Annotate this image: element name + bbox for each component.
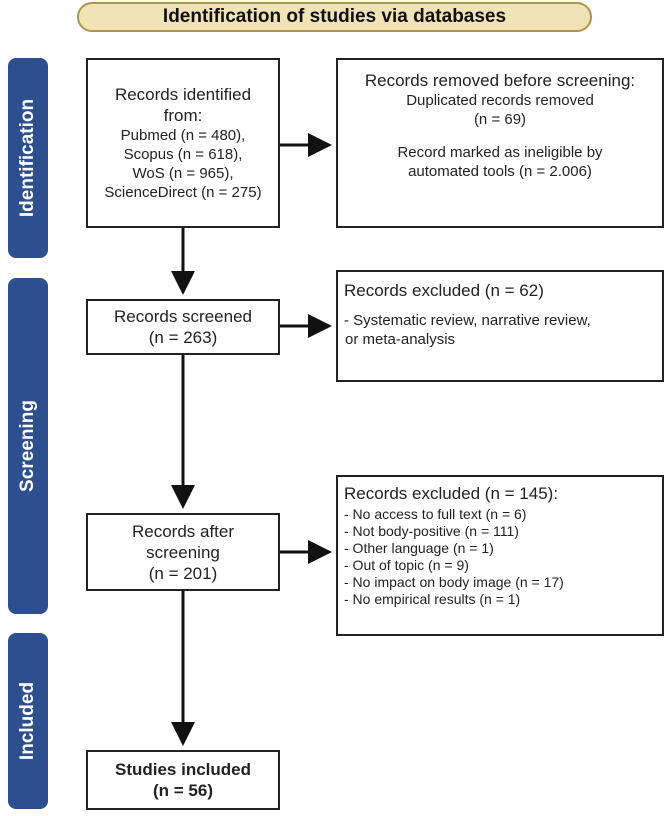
section-header: Identification of studies via databases bbox=[77, 2, 592, 32]
records-screened-label: Records screened bbox=[114, 307, 252, 326]
records-identified-from: from: bbox=[163, 106, 203, 125]
records-after-screening-box: Records after screening (n = 201) bbox=[86, 513, 280, 591]
stage-screening: Screening bbox=[8, 278, 48, 614]
source-item: ScienceDirect (n = 275) bbox=[104, 184, 262, 201]
records-identified-title: Records identified bbox=[114, 85, 252, 104]
exclusion-item: - No access to full text (n = 6) bbox=[344, 506, 527, 522]
header-title: Identification of studies via databases bbox=[162, 6, 507, 27]
source-item: WoS (n = 965), bbox=[132, 165, 234, 182]
records-screened-box: Records screened (n = 263) bbox=[86, 299, 280, 355]
exclusion-item: - Out of topic (n = 9) bbox=[344, 557, 469, 573]
records-excluded-box-2: Records excluded (n = 145): - No access … bbox=[336, 475, 664, 636]
exclusion-item: - No impact on body image (n = 17) bbox=[344, 574, 564, 590]
studies-included-count: (n = 56) bbox=[153, 781, 213, 800]
exclusion-item: - Not body-positive (n = 111) bbox=[344, 523, 519, 539]
records-excluded-box-1: Records excluded (n = 62) - Systematic r… bbox=[336, 270, 664, 382]
after-screening-label-2: screening bbox=[146, 542, 220, 562]
duplicates-label: Duplicated records removed bbox=[406, 92, 594, 109]
exclusion-item: - Other language (n = 1) bbox=[344, 540, 494, 556]
records-removed-title: Records removed before screening: bbox=[364, 71, 636, 90]
ineligible-count: automated tools (n = 2.006) bbox=[408, 163, 592, 180]
stage-included: Included bbox=[8, 633, 48, 809]
ineligible-label: Record marked as ineligible by bbox=[397, 144, 603, 161]
excluded-1-title: Records excluded (n = 62) bbox=[344, 281, 544, 300]
stage-identification: Identification bbox=[8, 58, 48, 258]
source-item: Scopus (n = 618), bbox=[123, 146, 243, 163]
records-removed-box: Records removed before screening: Duplic… bbox=[336, 58, 664, 228]
duplicates-count: (n = 69) bbox=[473, 111, 527, 128]
studies-included-label: Studies included bbox=[114, 760, 252, 779]
after-screening-label-1: Records after bbox=[131, 521, 235, 541]
records-screened-count: (n = 263) bbox=[148, 328, 218, 347]
excluded-2-title: Records excluded (n = 145): bbox=[344, 484, 559, 503]
studies-included-box: Studies included (n = 56) bbox=[86, 750, 280, 810]
excluded-1-reason: - Systematic review, narrative review, bbox=[344, 312, 591, 329]
excluded-1-reason-cont: or meta-analysis bbox=[345, 331, 456, 348]
records-identified-box: Records identified from: Pubmed (n = 480… bbox=[86, 58, 280, 228]
exclusion-item: - No empirical results (n = 1) bbox=[344, 591, 521, 607]
after-screening-count: (n = 201) bbox=[148, 563, 218, 583]
source-item: Pubmed (n = 480), bbox=[120, 127, 246, 144]
